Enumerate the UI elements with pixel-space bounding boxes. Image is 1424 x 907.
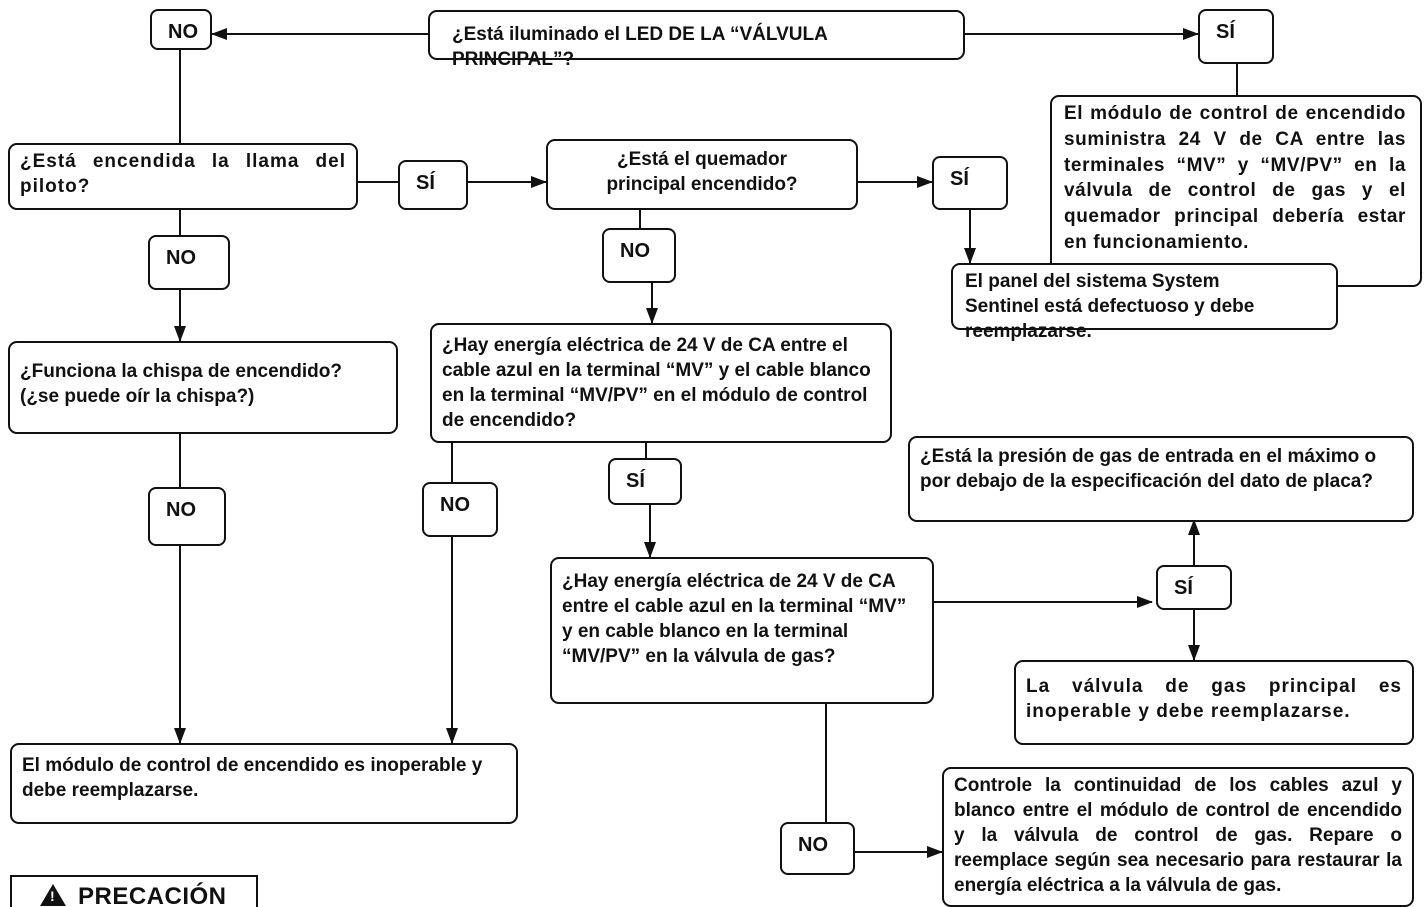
caution-title: PRECACIÓN — [78, 883, 227, 907]
question-spark: ¿Funciona la chispa de encendido? (¿se p… — [8, 341, 398, 434]
label-no-pilot: NO — [148, 235, 230, 290]
label-yes-burner: SÍ — [932, 156, 1008, 210]
question-voltage-at-valve: ¿Hay energía eléctrica de 24 V de CA ent… — [550, 557, 934, 704]
result-module-inoperable: El módulo de control de encendido es ino… — [10, 743, 518, 824]
label-no-burner: NO — [602, 228, 676, 283]
label-yes-led: SÍ — [1198, 9, 1274, 64]
label-yes-voltage-valve: SÍ — [1156, 565, 1232, 610]
warning-triangle-icon — [40, 884, 66, 906]
caution-header: PRECACIÓN — [10, 875, 258, 907]
question-pilot-flame: ¿Está encendida la llama del piloto? — [8, 143, 358, 210]
result-module-supplies-24v: El módulo de control de encendido sumini… — [1050, 95, 1422, 287]
question-gas-pressure: ¿Está la presión de gas de entrada en el… — [908, 436, 1414, 522]
label-no-voltage-module: NO — [422, 482, 498, 537]
question-main-burner: ¿Está el quemador principal encendido? — [546, 139, 858, 210]
result-gas-valve-inoperable: La válvula de gas principal es inoperabl… — [1014, 660, 1414, 745]
question-led-main-valve: ¿Está iluminado el LED DE LA “VÁLVULA PR… — [428, 10, 965, 70]
label-no-voltage-valve: NO — [780, 822, 855, 875]
label-yes-pilot: SÍ — [398, 160, 468, 210]
result-panel-defective: El panel del sistema System Sentinel est… — [951, 263, 1338, 342]
label-yes-voltage-module: SÍ — [608, 458, 682, 505]
result-check-wiring: Controle la continuidad de los cables az… — [942, 767, 1414, 907]
label-no-spark: NO — [148, 487, 226, 546]
label-no-led: NO — [150, 9, 212, 50]
question-voltage-at-module: ¿Hay energía eléctrica de 24 V de CA ent… — [430, 323, 892, 443]
